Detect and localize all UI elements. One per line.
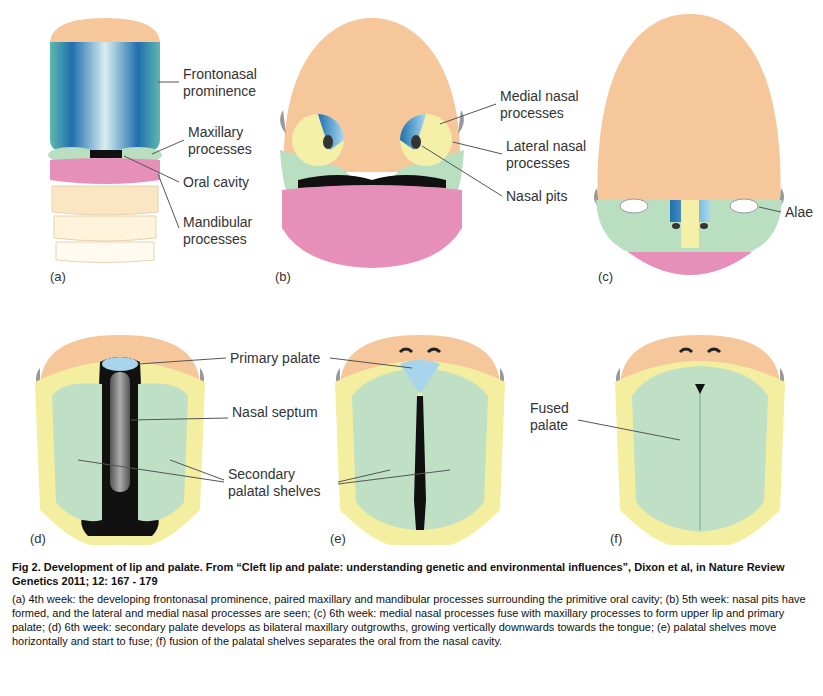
panel-e [335,335,505,545]
part-label: Nasal pits [506,188,567,205]
panel-b [280,18,464,268]
part-label: Secondary palatal shelves [228,466,336,500]
figure-caption: Fig 2. Development of lip and palate. Fr… [12,560,812,588]
panel-f [615,335,785,545]
part-label: Lateral nasal processes [506,138,598,172]
part-label: Maxillary processes [188,124,278,158]
panel-letter: (f) [610,530,622,547]
caption-text: (a) 4th week: the developing frontonasal… [12,592,812,648]
panel-c [594,14,784,275]
part-label: Primary palate [230,350,320,367]
panel-letter: (c) [598,268,613,285]
panel-d [35,335,205,545]
leader-lines-bottom [78,358,680,484]
part-label: Nasal septum [232,404,322,421]
panel-letter: (a) [50,268,66,285]
panel-letter: (b) [275,268,291,285]
leader-lines-a [124,82,184,228]
leader-lines-c [759,207,781,212]
panel-a [48,18,162,263]
panel-letter: (e) [330,530,346,547]
part-label: Mandibular processes [183,214,278,248]
part-label: Fused palate [530,400,580,434]
part-label: Medial nasal processes [500,88,592,122]
part-label: Alae [785,204,813,221]
part-label: Frontonasal prominence [183,66,283,100]
leader-lines-b [422,104,502,196]
part-label: Oral cavity [183,174,249,191]
panel-letter: (d) [30,530,46,547]
